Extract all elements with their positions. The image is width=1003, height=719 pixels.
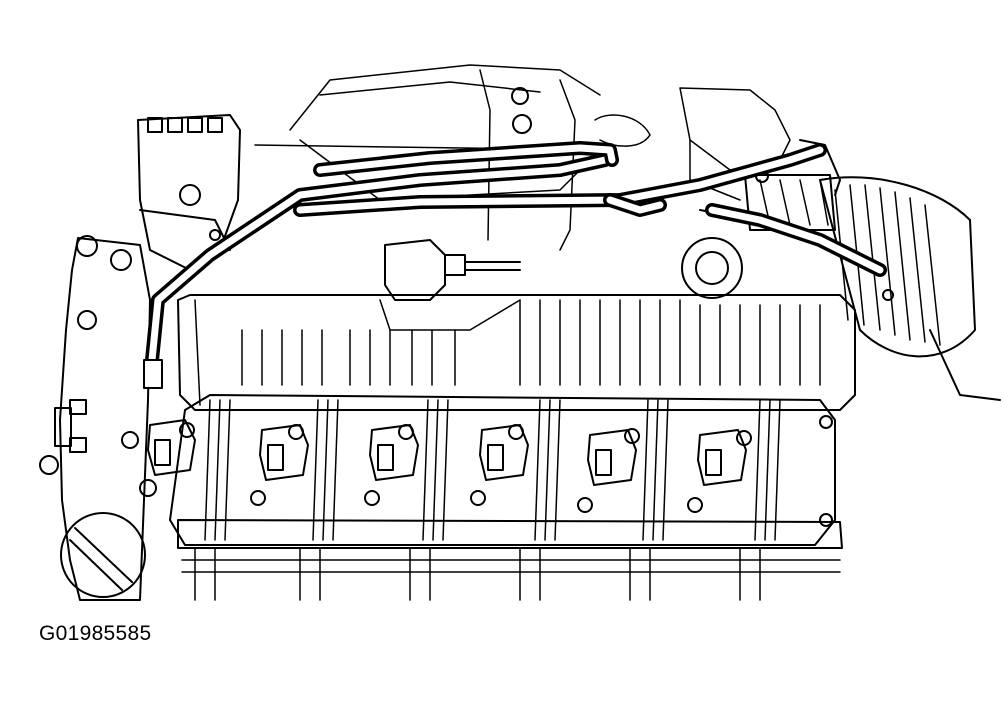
- manifold-runners: [204, 399, 781, 541]
- figure-id-label: G01985585: [39, 622, 152, 645]
- oil-filler-cap: [60, 512, 146, 598]
- breather-hose-main: [145, 153, 612, 367]
- intake-air-duct: [819, 176, 1001, 401]
- timing-cover: [39, 235, 151, 601]
- hose-connector-left: [143, 359, 163, 389]
- ignition-coil-2: [259, 424, 309, 481]
- ignition-coil-5: [587, 428, 640, 486]
- ignition-coil-3: [369, 424, 419, 481]
- valve-cover-fins: [241, 299, 821, 386]
- mounting-bolts: [121, 415, 833, 527]
- lower-block: [194, 547, 761, 601]
- breather-hose-right: [293, 139, 887, 277]
- ignition-coil-4: [479, 424, 529, 481]
- ignition-coil-6: [697, 429, 752, 486]
- intake-manifold: [169, 394, 843, 573]
- breather-hose-upper: [313, 141, 619, 177]
- valve-unit: [379, 239, 521, 331]
- ignition-coils: [147, 419, 752, 486]
- valve-cover: [177, 294, 856, 411]
- ignition-coil-1: [147, 419, 196, 476]
